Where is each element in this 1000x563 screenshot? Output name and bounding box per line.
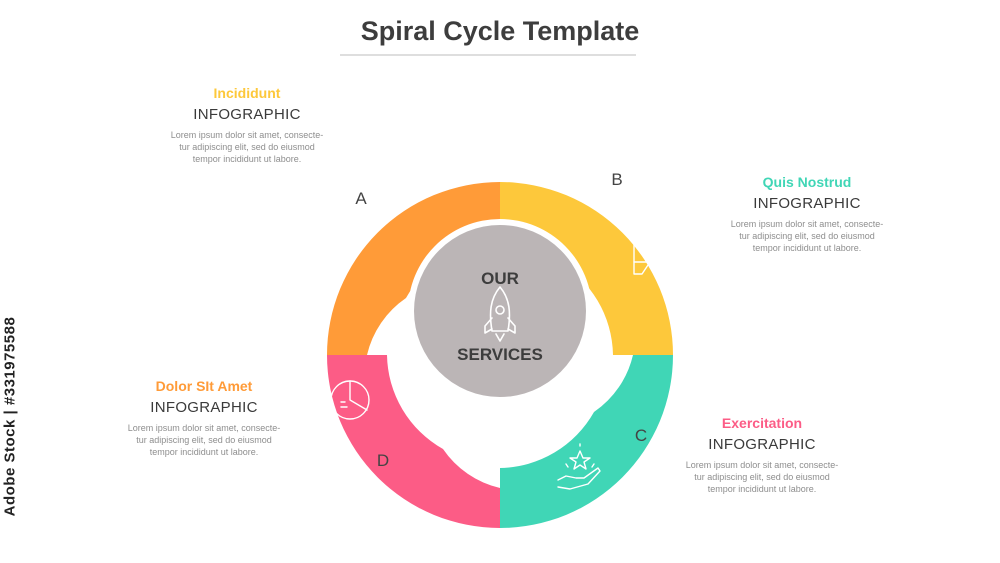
block-c-subheading: INFOGRAPHIC [708, 436, 816, 453]
rocket-icon [484, 286, 516, 342]
pie-chart-icon [330, 380, 370, 420]
hand-star-icon [557, 443, 601, 490]
block-b-subheading: INFOGRAPHIC [753, 195, 861, 212]
block-a-subheading: INFOGRAPHIC [193, 106, 301, 123]
block-b-description: Lorem ipsum dolor sit amet, consecte- tu… [730, 219, 884, 253]
title-underline [340, 54, 636, 56]
segment-b [500, 355, 673, 528]
text-block-b: Quis Nostrud INFOGRAPHIC Lorem ipsum dol… [717, 174, 897, 254]
block-d-subheading: INFOGRAPHIC [150, 399, 258, 416]
segment-a [500, 182, 673, 355]
segment-c [327, 355, 500, 528]
block-a-heading: Incididunt [213, 85, 281, 101]
envelope-pen-icon [633, 235, 679, 275]
segment-letter-d: D [376, 451, 390, 470]
text-block-d: Dolor SIt Amet INFOGRAPHIC Lorem ipsum d… [114, 378, 294, 458]
segment-letter-c: C [634, 426, 648, 445]
center-label-bottom: SERVICES [457, 345, 543, 364]
center-label-top: OUR [481, 269, 519, 288]
text-block-c: Exercitation INFOGRAPHIC Lorem ipsum dol… [672, 415, 852, 495]
block-d-description: Lorem ipsum dolor sit amet, consecte- tu… [127, 423, 281, 457]
stock-watermark: Adobe Stock | #331975588 [1, 316, 19, 517]
block-c-description: Lorem ipsum dolor sit amet, consecte- tu… [685, 460, 839, 494]
block-a-description: Lorem ipsum dolor sit amet, consecte- tu… [170, 130, 324, 164]
block-b-heading: Quis Nostrud [762, 174, 852, 190]
segment-letter-b: B [611, 170, 623, 189]
award-podium-icon [401, 142, 443, 187]
text-block-a: Incididunt INFOGRAPHIC Lorem ipsum dolor… [157, 85, 337, 165]
block-d-heading: Dolor SIt Amet [155, 378, 253, 394]
page-title: Spiral Cycle Template [360, 16, 640, 46]
block-c-heading: Exercitation [721, 415, 803, 431]
segment-letter-a: A [355, 189, 367, 208]
center-circle [414, 225, 586, 397]
segment-d [327, 182, 500, 355]
